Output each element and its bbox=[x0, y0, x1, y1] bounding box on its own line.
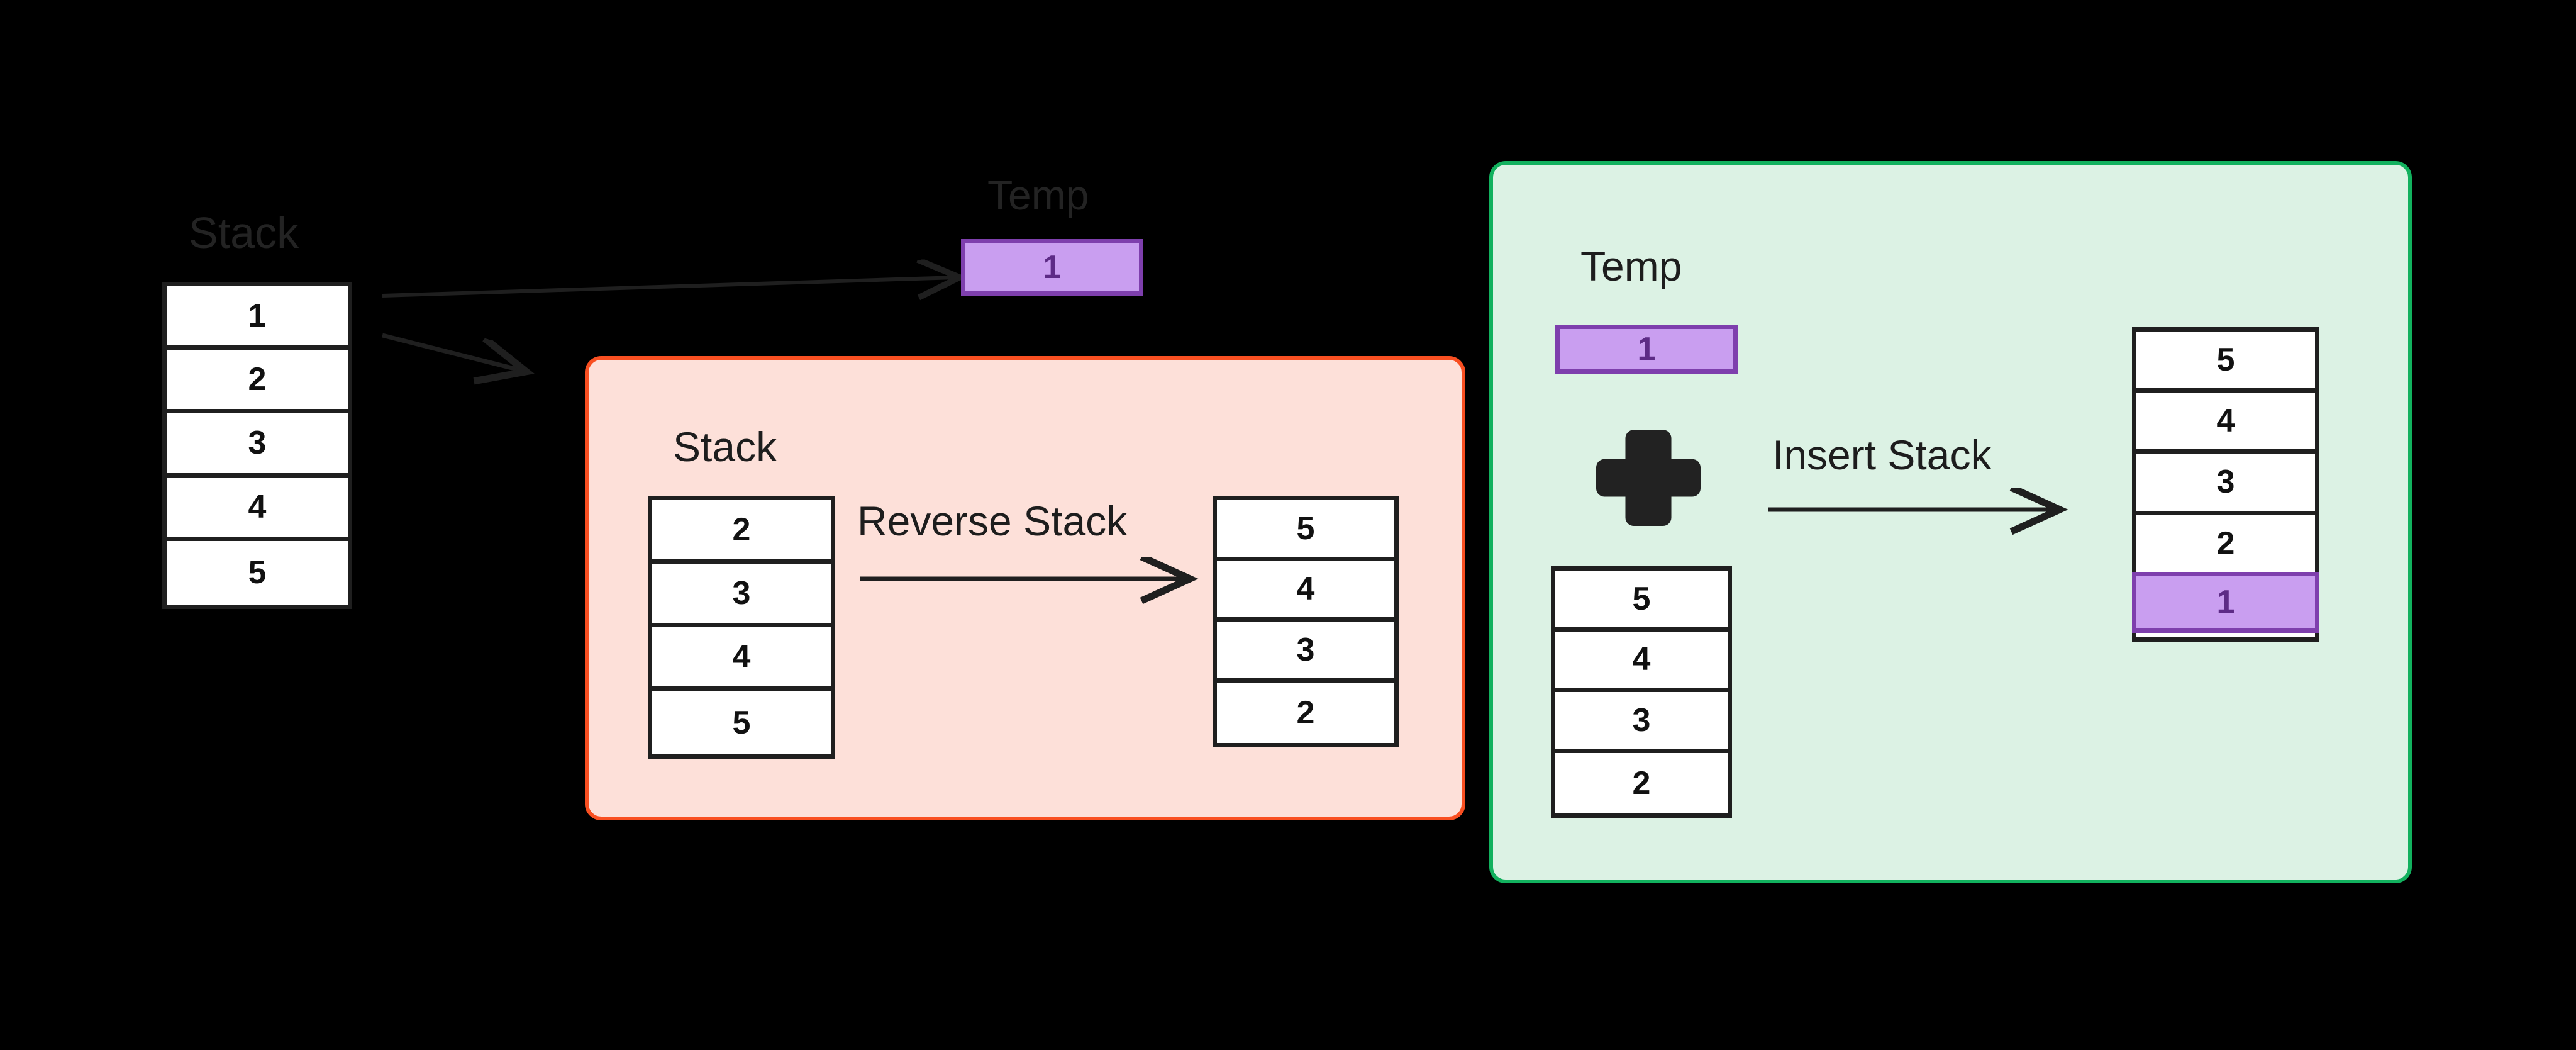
stack-cell: 5 bbox=[1217, 500, 1394, 561]
pink-panel-stack-label: Stack bbox=[673, 423, 777, 470]
pink-panel-output-stack: 5 4 3 2 bbox=[1213, 496, 1399, 747]
green-panel-result-stack: 5 4 3 2 1 bbox=[2132, 327, 2319, 642]
stack-cell: 4 bbox=[1555, 631, 1728, 692]
stack-cell: 2 bbox=[2136, 515, 2315, 576]
stack-cell: 3 bbox=[167, 413, 348, 478]
reverse-stack-operation-label: Reverse Stack bbox=[857, 498, 1128, 544]
stack-cell: 2 bbox=[167, 350, 348, 414]
stack-cell: 4 bbox=[652, 627, 831, 691]
stack-cell: 5 bbox=[1555, 571, 1728, 632]
stack-cell: 4 bbox=[2136, 393, 2315, 454]
stack-cell: 2 bbox=[1555, 752, 1728, 813]
stack-cell: 5 bbox=[167, 540, 348, 605]
temp-outer-label: Temp bbox=[987, 172, 1089, 218]
stack-cell: 3 bbox=[652, 564, 831, 627]
stack-to-temp-arrow bbox=[382, 277, 956, 296]
temp-outer-box: 1 bbox=[961, 239, 1143, 296]
green-panel-temp-label: Temp bbox=[1580, 243, 1682, 289]
stack-cell: 3 bbox=[1555, 692, 1728, 753]
source-stack-label: Stack bbox=[189, 208, 299, 257]
stack-cell: 4 bbox=[167, 477, 348, 541]
plus-icon bbox=[1596, 422, 1701, 526]
stack-cell: 4 bbox=[1217, 561, 1394, 622]
source-stack: 1 2 3 4 5 bbox=[162, 282, 352, 609]
green-panel-reversed-stack: 5 4 3 2 bbox=[1551, 566, 1732, 818]
green-panel-temp-box: 1 bbox=[1555, 325, 1738, 374]
stack-cell: 2 bbox=[652, 500, 831, 564]
stack-cell: 3 bbox=[1217, 622, 1394, 683]
pink-panel-input-stack: 2 3 4 5 bbox=[648, 496, 835, 759]
stack-cell: 5 bbox=[652, 691, 831, 754]
stack-cell: 2 bbox=[1217, 682, 1394, 743]
stack-cell-highlighted: 1 bbox=[2132, 571, 2319, 633]
stack-cell: 1 bbox=[167, 286, 348, 350]
stack-cell: 5 bbox=[2136, 332, 2315, 393]
stack-to-pink-panel-arrow bbox=[382, 333, 522, 371]
insert-stack-operation-label: Insert Stack bbox=[1772, 432, 1992, 478]
stack-cell: 3 bbox=[2136, 454, 2315, 515]
